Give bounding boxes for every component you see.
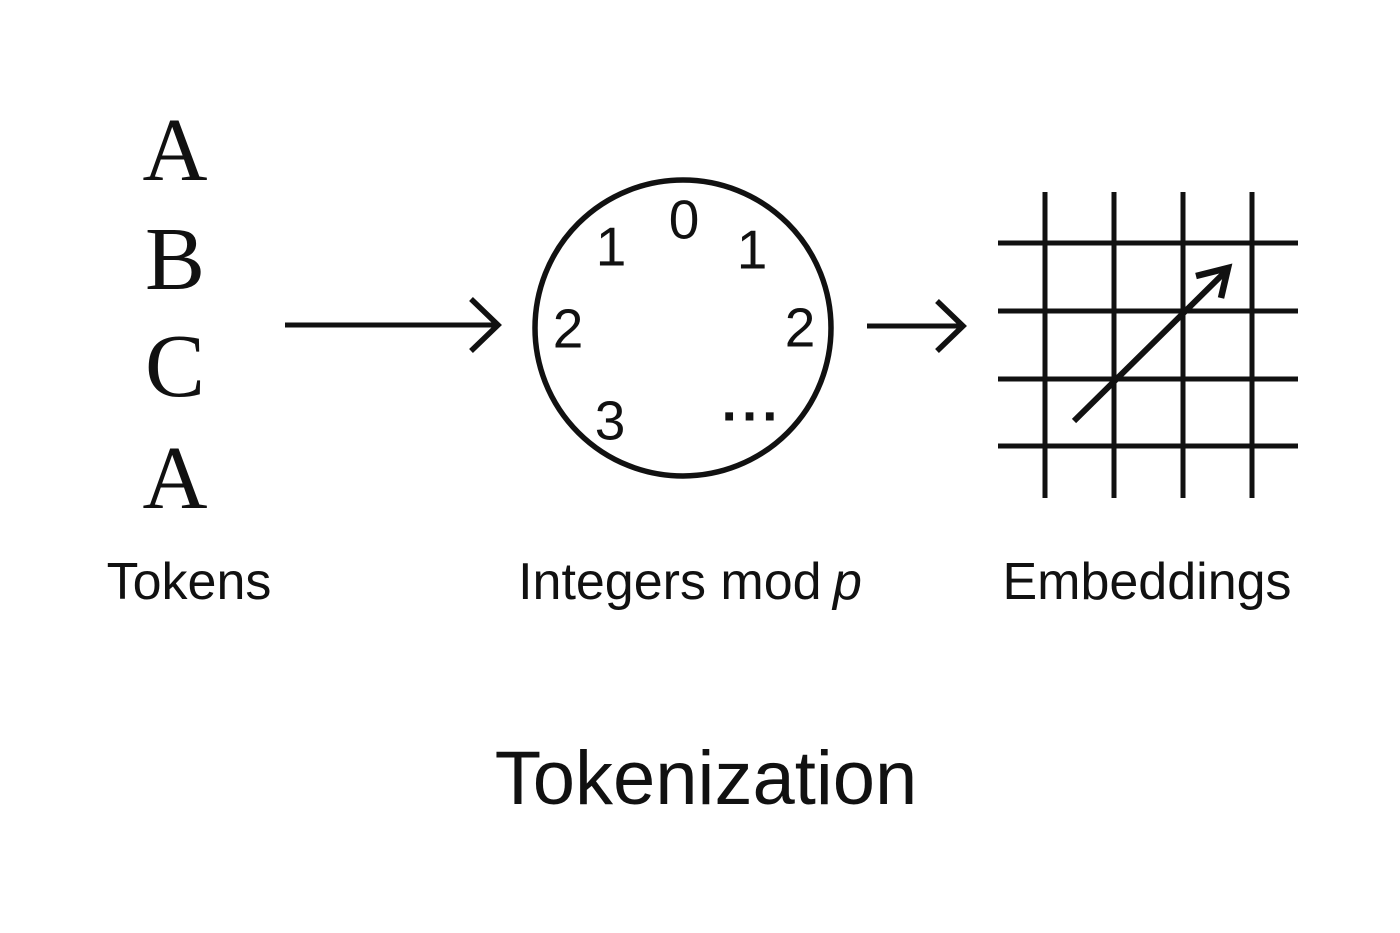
- integer-two-right: 2: [784, 296, 816, 359]
- integers-label-text: Integers mod: [518, 553, 822, 611]
- integer-one-right: 1: [736, 218, 768, 281]
- flow-arrow-2-icon: [867, 299, 967, 353]
- embedding-grid-icon: [998, 192, 1298, 498]
- embedding-vector-arrow-icon: [1071, 263, 1233, 424]
- integer-one-left: 1: [595, 215, 627, 278]
- token-letter: A: [142, 429, 208, 528]
- token-letter: A: [142, 101, 208, 200]
- flow-arrow-1-icon: [285, 297, 502, 353]
- integer-ellipsis: ···: [721, 384, 783, 447]
- integers-label-variable-p: p: [833, 553, 862, 611]
- integer-three: 3: [594, 389, 626, 452]
- integer-zero: 0: [668, 188, 700, 251]
- mod-circle-icon: [532, 177, 834, 479]
- embeddings-label: Embeddings: [1002, 553, 1292, 611]
- integer-two-left: 2: [552, 297, 584, 360]
- token-letter: C: [144, 317, 206, 416]
- figure-title: Tokenization: [494, 736, 918, 821]
- token-letter: B: [144, 210, 206, 309]
- tokens-label: Tokens: [106, 553, 272, 611]
